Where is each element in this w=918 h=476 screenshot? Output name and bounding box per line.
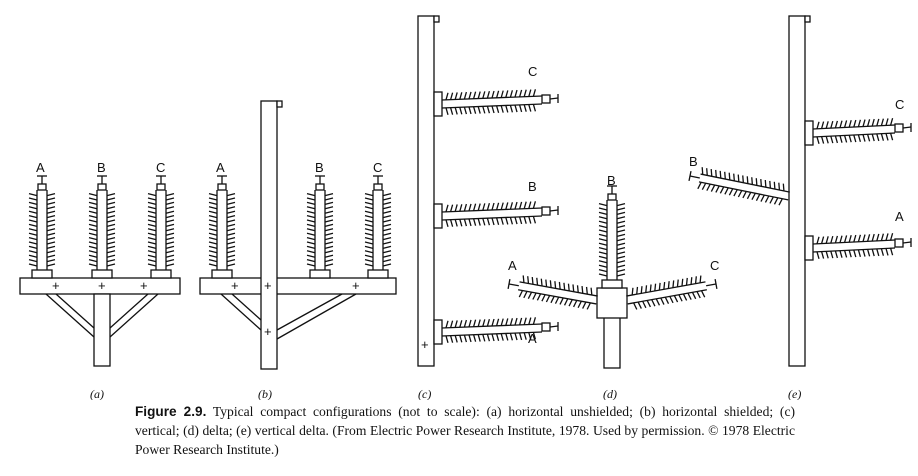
figure-caption: Figure 2.9. Typical compact configuratio…: [135, 402, 795, 459]
panel-e-phase-1: C: [895, 97, 904, 112]
svg-text:+: +: [352, 278, 360, 293]
panel-b-phase-2: B: [315, 160, 324, 175]
panel-a-phase-3: C: [156, 160, 165, 175]
post-insulator-vertical-4: [208, 175, 236, 279]
post-insulator-vertical-6: [364, 175, 392, 279]
svg-text:+: +: [264, 278, 272, 293]
caption-label: Figure 2.9.: [135, 404, 207, 419]
post-insulator-diagonal-1: [507, 275, 598, 310]
panel-c-structure: +: [417, 15, 440, 367]
svg-text:+: +: [98, 278, 106, 293]
panel-c-phase-3: A: [528, 331, 537, 346]
figure-drawing: + + + A B C (a) + + + + A B C (b) + C B …: [19, 15, 912, 400]
post-insulator-vertical-3: [147, 175, 175, 279]
post-insulator-horizontal-4: [804, 118, 912, 146]
post-insulator-diagonal-3: [688, 167, 790, 206]
panel-a-phase-1: A: [36, 160, 45, 175]
svg-text:+: +: [140, 278, 148, 293]
panel-e-phase-2: B: [689, 154, 698, 169]
panel-c-sublabel: (c): [418, 387, 431, 400]
svg-text:+: +: [231, 278, 239, 293]
panel-a-sublabel: (a): [90, 387, 104, 400]
post-insulator-diagonal-2: [626, 275, 718, 310]
post-insulator-vertical-7: [598, 185, 626, 289]
panel-e-phase-3: A: [895, 209, 904, 224]
panel-b-phase-3: C: [373, 160, 382, 175]
post-insulator-horizontal-3: [433, 317, 559, 345]
panel-a-phase-2: B: [97, 160, 106, 175]
panel-d-phase-1: B: [607, 173, 616, 188]
panel-d-phase-3: C: [710, 258, 719, 273]
post-insulator-vertical-5: [306, 175, 334, 279]
post-insulator-horizontal-5: [804, 233, 912, 261]
post-insulator-horizontal-2: [433, 201, 559, 229]
panel-c-phase-1: C: [528, 64, 537, 79]
svg-text:+: +: [264, 324, 272, 339]
svg-text:+: +: [421, 337, 429, 352]
panel-e-structure: [788, 15, 811, 367]
panel-b-structure: + + + +: [199, 100, 397, 370]
panel-d-sublabel: (d): [603, 387, 617, 400]
panel-c-phase-2: B: [528, 179, 537, 194]
panel-d-phase-2: A: [508, 258, 517, 273]
panel-b-phase-1: A: [216, 160, 225, 175]
svg-text:+: +: [52, 278, 60, 293]
post-insulator-vertical-1: [28, 175, 56, 279]
panel-b-sublabel: (b): [258, 387, 272, 400]
panel-e-sublabel: (e): [788, 387, 801, 400]
post-insulator-vertical-2: [88, 175, 116, 279]
panel-a-structure: + + +: [19, 277, 181, 367]
caption-text: Typical compact configurations (not to s…: [135, 404, 796, 457]
post-insulator-horizontal-1: [433, 89, 559, 117]
panel-d-structure: [596, 287, 628, 369]
